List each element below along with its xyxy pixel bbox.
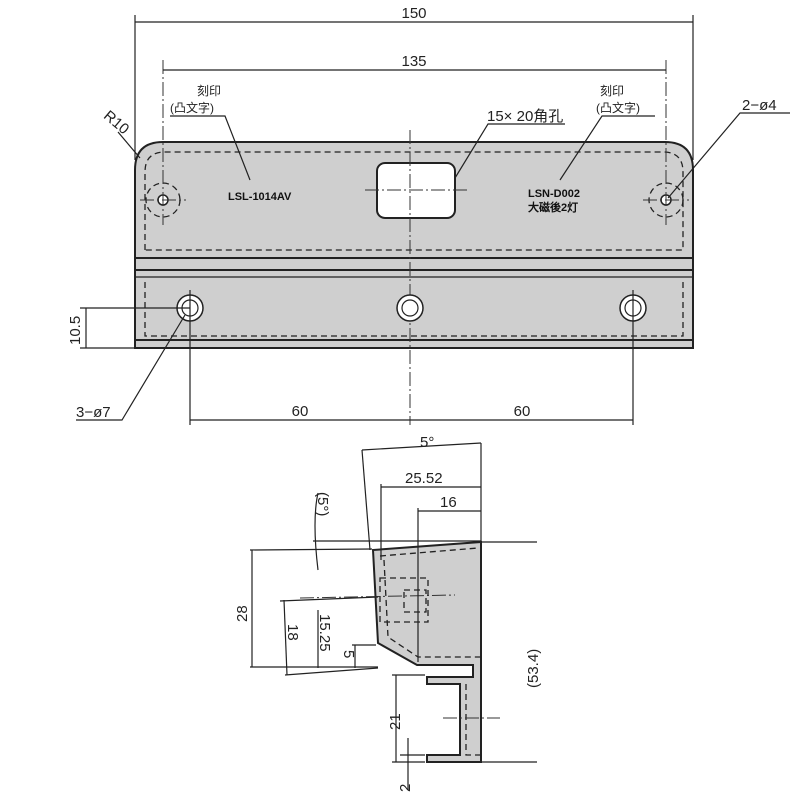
front-view: 150 135 R10 刻印 (凸文字) LSL-1014AV 15× 20角孔…: [67, 5, 790, 425]
square-hole-note: 15× 20角孔: [487, 108, 563, 125]
dim-25-52: 25.52: [405, 470, 443, 487]
engraving-left: LSL-1014AV: [228, 191, 292, 203]
dim-60-left: 60: [292, 403, 309, 420]
dim-angle-ref: (5°): [314, 492, 331, 516]
dim-2: 2: [397, 784, 414, 792]
dim-r10: R10: [100, 107, 132, 138]
mark-right-sub: (凸文字): [596, 100, 640, 115]
dim-60-right: 60: [514, 403, 531, 420]
profile-section: [371, 540, 482, 763]
dim-15-25: 15.25: [316, 614, 333, 652]
mark-left-sub: (凸文字): [170, 100, 214, 115]
mark-left-label: 刻印: [197, 84, 221, 98]
engraving-right-line2: 大磁後2灯: [528, 200, 578, 214]
dim-53-4: (53.4): [525, 649, 542, 688]
mark-right-label: 刻印: [600, 84, 624, 98]
small-holes-note: 2−ø4: [742, 97, 777, 114]
side-view: 5° 25.52 16 (5°) 28 18 15.25 5 (53.4) 21…: [234, 434, 542, 792]
dim-150: 150: [401, 5, 426, 22]
dim-angle-5: 5°: [420, 434, 434, 451]
dim-18: 18: [284, 624, 301, 641]
engraving-right-line1: LSN-D002: [528, 188, 580, 200]
dim-135: 135: [401, 53, 426, 70]
dim-10-5: 10.5: [67, 316, 84, 345]
plate-outline: [134, 141, 694, 349]
dim-21: 21: [387, 713, 404, 730]
dim-16: 16: [440, 494, 457, 511]
large-holes-note: 3−ø7: [76, 404, 111, 421]
small-hole-left: [140, 60, 186, 225]
dim-5: 5: [340, 650, 357, 658]
dim-28: 28: [234, 605, 251, 622]
